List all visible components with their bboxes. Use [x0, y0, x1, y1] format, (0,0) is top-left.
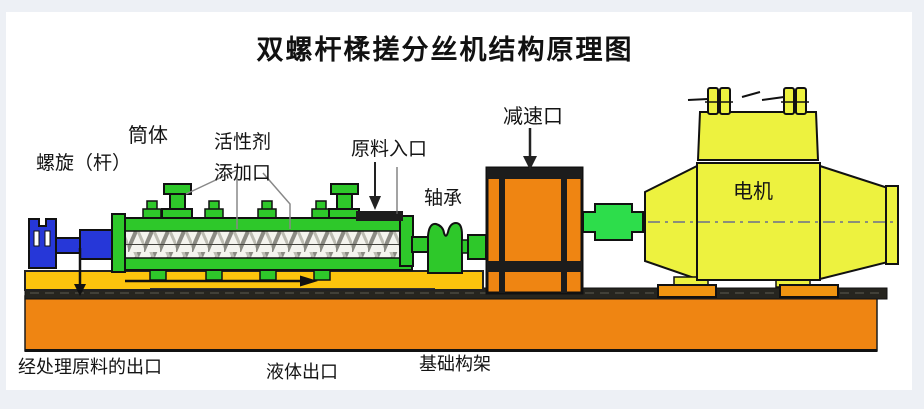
label-feed-inlet: 原料入口	[351, 139, 428, 160]
motor-foot-pad	[779, 284, 839, 298]
label-liquid-outlet: 液体出口	[266, 362, 338, 382]
bearing-block	[427, 221, 463, 274]
motor-terminal-post	[719, 87, 731, 115]
barrel-left-cap	[111, 213, 126, 273]
reducer-frame-right	[561, 168, 567, 293]
bearing-coupling-block	[467, 234, 487, 260]
label-base-frame: 基础构架	[419, 354, 491, 374]
motor-junction-box	[696, 111, 820, 161]
motor-terminal-post	[707, 87, 719, 115]
screw-mount-slot-left	[33, 230, 40, 247]
foundation-frame	[24, 295, 878, 352]
terminal-wire	[741, 91, 761, 98]
label-barrel: 筒体	[128, 125, 168, 147]
label-bearing: 轴承	[424, 188, 463, 209]
additive-leader-left	[185, 168, 238, 229]
motor-foot-pad	[657, 284, 717, 298]
screw-shaft	[55, 237, 81, 254]
flow-arrow-head	[300, 275, 318, 287]
chimney-port-cap	[330, 183, 359, 195]
feed-inlet-port	[356, 211, 403, 221]
label-motor: 电机	[733, 181, 773, 203]
label-additive-line1: 活性剂	[214, 132, 272, 153]
motor-right-face	[885, 185, 899, 265]
processed-outlet-arrow-head	[74, 284, 86, 296]
label-reducer: 减速口	[503, 106, 563, 128]
terminal-wire	[687, 98, 709, 101]
motor-terminal-post	[783, 87, 795, 115]
motor-coupling	[582, 203, 644, 241]
terminal-wire	[761, 96, 785, 101]
reducer-arrow-head	[523, 156, 537, 170]
screw-shaft-block	[79, 229, 113, 260]
bearing-shaft-left	[411, 236, 430, 253]
chimney-port-cap	[163, 183, 192, 195]
reducer-frame-left	[499, 168, 505, 293]
label-processed-outlet: 经处理原料的出口	[18, 357, 162, 377]
label-additive-line2: 添加口	[214, 163, 272, 184]
label-screw-rod: 螺旋（杆）	[36, 153, 132, 174]
diagram-title: 双螺杆楺搓分丝机结构原理图	[256, 35, 634, 65]
feed-inlet-arrow-head	[369, 196, 381, 210]
label-additive-port: 活性剂 添加口	[214, 127, 271, 189]
screw-mount-slot-right	[44, 230, 51, 247]
reducer-top-band	[487, 168, 582, 179]
screw-mount	[28, 218, 57, 269]
motor-terminal-post	[795, 87, 807, 115]
reducer-bottom-band	[487, 261, 582, 272]
additive-leader-right	[262, 172, 291, 229]
